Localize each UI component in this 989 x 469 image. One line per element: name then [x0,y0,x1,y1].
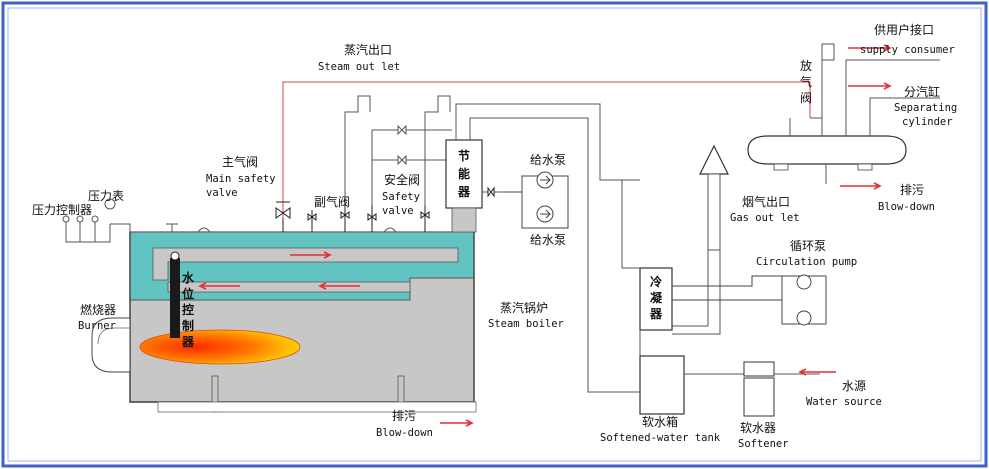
softened-tank-cn: 软水箱 [642,414,678,429]
main-safety-valve [275,201,291,232]
pressure-instruments [62,198,131,243]
flame [139,329,301,365]
boiler-top-fittings [166,223,397,233]
pressure-gauge-cn: 压力表 [88,189,124,203]
supply-consumer-cn: 供用户接口 [874,22,934,37]
vent-valve-cn-1: 放 [800,58,812,73]
water-level-ctrl-cn-5: 器 [181,335,195,349]
safety-valve-en-1: Safety [382,191,420,203]
vent-valve-cn-3: 阀 [800,91,812,105]
economizer-cn-3: 器 [457,185,471,199]
boiler-feet [157,375,477,413]
economizer [445,103,640,393]
circulation-pump-cn: 循环泵 [790,239,826,253]
steam-boiler [129,231,475,403]
condenser-cn-1: 冷 [650,274,662,289]
water-level-ctrl-cn-4: 制 [182,318,194,333]
burner-cn: 燃烧器 [80,302,116,317]
feed-pump-top-cn: 给水泵 [530,153,566,167]
separating-cylinder-en-1: Separating [894,102,957,114]
softener-en: Softener [738,438,789,450]
separating-cylinder-en-2: cylinder [902,116,953,128]
vent-pipes [344,43,835,205]
aux-valve-cn: 副气阀 [314,194,350,209]
chimney [672,144,729,335]
softened-water-tank [639,355,685,415]
steam-boiler-en: Steam boiler [488,318,564,330]
vent-valve-cn-2: 气 [800,74,812,89]
burner [91,317,301,373]
inner-frame [7,7,982,462]
supply-consumer-en: supply consumer [860,44,955,56]
flue-outlet-cn: 烟气出口 [742,194,790,209]
softener [743,377,775,417]
water-source-en: Water source [806,396,882,408]
steam-boiler-cn: 蒸汽锅炉 [500,300,548,315]
feed-pump-bottom-cn: 给水泵 [530,233,566,247]
softener-cn: 软水器 [740,421,776,435]
safety-valve-cn: 安全阀 [384,172,420,187]
water-level-controller-bar [170,258,180,338]
condenser [639,267,673,331]
steam-outlet-en: Steam out let [318,61,400,73]
economizer-cn-1: 节 [458,148,470,163]
branch-valves [371,124,452,205]
water-source-cn: 水源 [842,379,866,393]
water-level-ctrl-cn-1: 水 [182,270,195,285]
steam-outlet-cn: 蒸汽出口 [344,42,392,57]
steam-outlet-pipe [282,81,811,218]
condenser-cn-2: 凝 [650,290,663,305]
blowdown-bottom-en: Blow-down [376,427,433,439]
softened-tank-en: Softened-water tank [600,432,721,444]
main-valve-en-2: valve [206,187,238,199]
separating-cylinder [747,59,940,184]
condenser-cn-3: 器 [649,307,663,321]
circulation-pump-en: Circulation pump [756,256,857,268]
blowdown-right-cn: 排污 [900,183,924,197]
aux-valves [307,205,430,232]
blowdown-right-en: Blow-down [878,201,935,213]
circulation-pumps [672,274,827,326]
feed-water-pumps [506,171,569,229]
blowdown-bottom-cn: 排污 [392,409,416,423]
flow-arrows [198,44,892,427]
softener-top [743,361,775,377]
main-valve-cn: 主气阀 [222,154,258,169]
separating-cylinder-cn: 分汽缸 [904,84,940,99]
burner-en: Burner [78,320,116,332]
flue-outlet-en: Gas out let [730,212,800,224]
safety-valve-en-2: valve [382,205,414,217]
pressure-controller-cn: 压力控制器 [32,203,92,217]
water-level-ctrl-cn-2: 位 [182,286,194,301]
economizer-cn-2: 能 [458,166,470,181]
water-level-ctrl-cn-3: 控 [182,302,194,317]
main-valve-en-1: Main safety [206,173,276,185]
